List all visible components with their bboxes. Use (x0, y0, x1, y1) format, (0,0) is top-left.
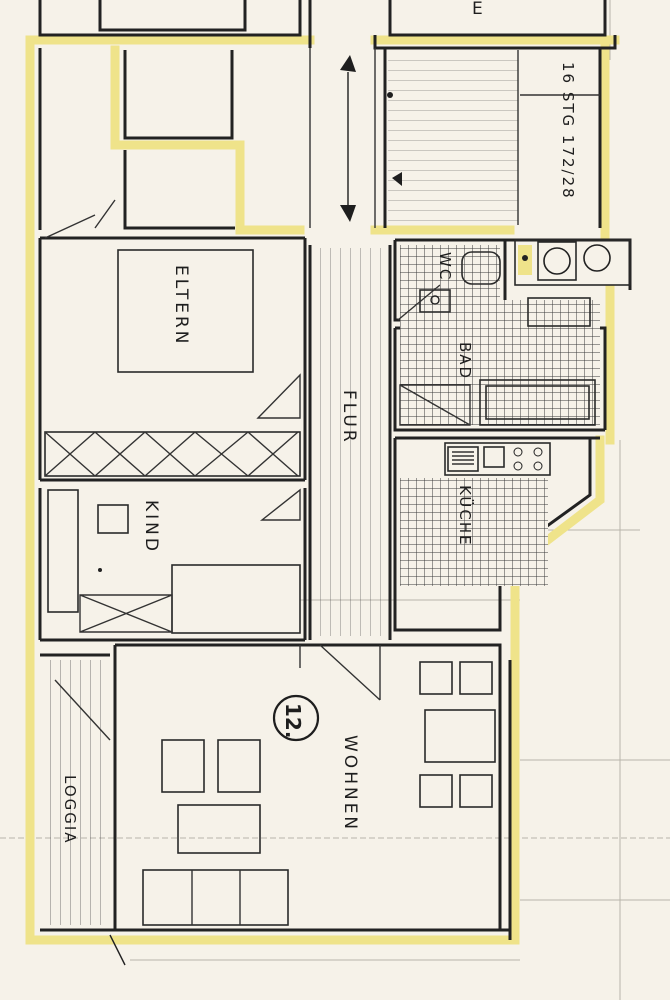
label-partial-top: E (472, 0, 486, 19)
label-kind: KIND (141, 500, 161, 554)
kueche-tiles (400, 478, 548, 586)
utility-shaft (514, 239, 631, 286)
label-wohnen: WOHNEN (340, 735, 360, 832)
eltern-furniture (44, 199, 301, 477)
bad-fixtures (399, 297, 596, 426)
stair-treads (388, 52, 518, 224)
bad-tiles (400, 300, 600, 425)
stair-note: 16 STG 172/28 (559, 62, 577, 200)
landing-lines (309, 48, 376, 228)
wc-fixtures (397, 251, 501, 321)
label-loggia: LOGGIA (61, 775, 79, 845)
stair-arrows (340, 55, 402, 222)
kind-furniture (47, 488, 301, 634)
section-arrow (109, 934, 126, 966)
label-eltern: ELTERN (171, 265, 191, 347)
flur-floor (314, 248, 386, 636)
label-kueche: KÜCHE (456, 485, 475, 547)
unit-number-badge: 12. (272, 694, 320, 742)
wohnen-furniture (142, 644, 496, 926)
stair-edge (517, 50, 600, 225)
label-wc: WC (436, 252, 454, 281)
walls (38, 0, 632, 940)
wall-highlights (25, 35, 620, 945)
label-flur: FLUR (339, 390, 359, 445)
unit-number: 12. (281, 703, 305, 738)
loggia-mark (54, 679, 111, 741)
label-bad: BAD (456, 342, 474, 380)
kueche-fixtures (444, 442, 551, 476)
